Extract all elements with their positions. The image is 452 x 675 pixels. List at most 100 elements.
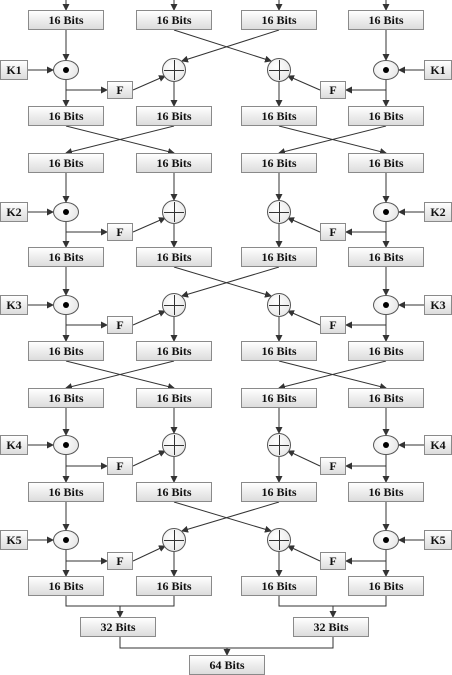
xor-operator bbox=[267, 433, 291, 457]
block-16bit: 16 Bits bbox=[28, 341, 104, 361]
block-16bit: 16 Bits bbox=[241, 10, 317, 30]
f-to-xor bbox=[287, 217, 321, 233]
block-16bit: 16 Bits bbox=[136, 153, 212, 173]
multiply-operator bbox=[53, 295, 79, 315]
block-16bit: 16 Bits bbox=[241, 153, 317, 173]
shuffle bbox=[278, 125, 387, 155]
key-box-k3: K3 bbox=[0, 295, 28, 315]
block-16bit: 16 Bits bbox=[28, 10, 104, 30]
block-16bit: 16 Bits bbox=[348, 576, 424, 596]
f-to-xor bbox=[132, 310, 166, 326]
shuffle bbox=[65, 360, 175, 390]
key-box-k4: K4 bbox=[0, 435, 28, 455]
block-16bit: 16 Bits bbox=[136, 482, 212, 502]
block-16bit: 16 Bits bbox=[136, 247, 212, 267]
f-to-xor bbox=[132, 217, 166, 233]
function-box-f: F bbox=[320, 552, 346, 570]
to-xor-cross bbox=[181, 29, 280, 63]
block-16bit: 16 Bits bbox=[241, 106, 317, 126]
multiply-operator bbox=[373, 202, 399, 222]
function-box-f: F bbox=[320, 81, 346, 99]
xor-operator bbox=[162, 58, 186, 82]
block-16bit: 16 Bits bbox=[348, 482, 424, 502]
block-16bit: 16 Bits bbox=[348, 388, 424, 408]
xor-operator bbox=[162, 528, 186, 552]
multiply-operator bbox=[373, 435, 399, 455]
block-16bit: 16 Bits bbox=[136, 388, 212, 408]
shuffle bbox=[65, 125, 175, 155]
xor-operator bbox=[267, 200, 291, 224]
shuffle bbox=[278, 360, 387, 390]
xor-operator bbox=[267, 528, 291, 552]
xor-operator bbox=[162, 293, 186, 317]
key-box-k5: K5 bbox=[0, 530, 28, 550]
block-16bit: 16 Bits bbox=[28, 388, 104, 408]
xor-operator bbox=[162, 200, 186, 224]
merge-final bbox=[119, 637, 334, 649]
block-16bit: 16 Bits bbox=[348, 106, 424, 126]
function-box-f: F bbox=[320, 223, 346, 241]
multiply-operator bbox=[373, 530, 399, 550]
to-xor-cross bbox=[181, 266, 280, 298]
block-64bit: 64 Bits bbox=[189, 655, 265, 675]
block-16bit: 16 Bits bbox=[136, 10, 212, 30]
block-16bit: 16 Bits bbox=[241, 482, 317, 502]
block-16bit: 16 Bits bbox=[241, 388, 317, 408]
block-16bit: 16 Bits bbox=[348, 153, 424, 173]
multiply-operator bbox=[53, 530, 79, 550]
to-xor-cross bbox=[173, 501, 272, 533]
block-16bit: 16 Bits bbox=[28, 247, 104, 267]
function-box-f: F bbox=[107, 81, 133, 99]
multiply-operator bbox=[53, 435, 79, 455]
block-16bit: 16 Bits bbox=[28, 106, 104, 126]
f-to-xor bbox=[132, 545, 166, 562]
to-xor-cross bbox=[173, 266, 272, 298]
function-box-f: F bbox=[107, 457, 133, 475]
xor-operator bbox=[162, 433, 186, 457]
block-16bit: 16 Bits bbox=[241, 247, 317, 267]
f-to-xor bbox=[287, 75, 321, 91]
block-16bit: 16 Bits bbox=[241, 576, 317, 596]
block-16bit: 16 Bits bbox=[136, 341, 212, 361]
xor-operator bbox=[267, 58, 291, 82]
key-box-k4: K4 bbox=[424, 435, 452, 455]
key-box-k2: K2 bbox=[0, 202, 28, 222]
f-to-xor bbox=[287, 310, 321, 326]
key-box-k5: K5 bbox=[424, 530, 452, 550]
f-to-xor bbox=[132, 75, 166, 91]
key-box-k2: K2 bbox=[424, 202, 452, 222]
block-16bit: 16 Bits bbox=[136, 576, 212, 596]
key-box-k1: K1 bbox=[0, 60, 28, 80]
f-to-xor bbox=[287, 450, 321, 467]
block-32bit: 32 Bits bbox=[80, 617, 156, 637]
block-16bit: 16 Bits bbox=[28, 576, 104, 596]
f-to-xor bbox=[287, 545, 321, 562]
f-to-xor bbox=[132, 450, 166, 467]
merge-right bbox=[278, 596, 387, 607]
to-xor-cross bbox=[173, 29, 272, 63]
function-box-f: F bbox=[320, 316, 346, 334]
function-box-f: F bbox=[107, 316, 133, 334]
block-32bit: 32 Bits bbox=[293, 617, 369, 637]
block-16bit: 16 Bits bbox=[136, 106, 212, 126]
to-xor-cross bbox=[181, 501, 280, 533]
block-16bit: 16 Bits bbox=[28, 482, 104, 502]
function-box-f: F bbox=[107, 223, 133, 241]
merge-left bbox=[65, 596, 175, 607]
xor-operator bbox=[267, 293, 291, 317]
block-16bit: 16 Bits bbox=[28, 153, 104, 173]
multiply-operator bbox=[53, 202, 79, 222]
block-16bit: 16 Bits bbox=[241, 341, 317, 361]
block-16bit: 16 Bits bbox=[348, 10, 424, 30]
key-box-k1: K1 bbox=[424, 60, 452, 80]
multiply-operator bbox=[53, 60, 79, 80]
multiply-operator bbox=[373, 295, 399, 315]
key-box-k3: K3 bbox=[424, 295, 452, 315]
function-box-f: F bbox=[107, 552, 133, 570]
block-16bit: 16 Bits bbox=[348, 247, 424, 267]
function-box-f: F bbox=[320, 457, 346, 475]
multiply-operator bbox=[373, 60, 399, 80]
block-16bit: 16 Bits bbox=[348, 341, 424, 361]
